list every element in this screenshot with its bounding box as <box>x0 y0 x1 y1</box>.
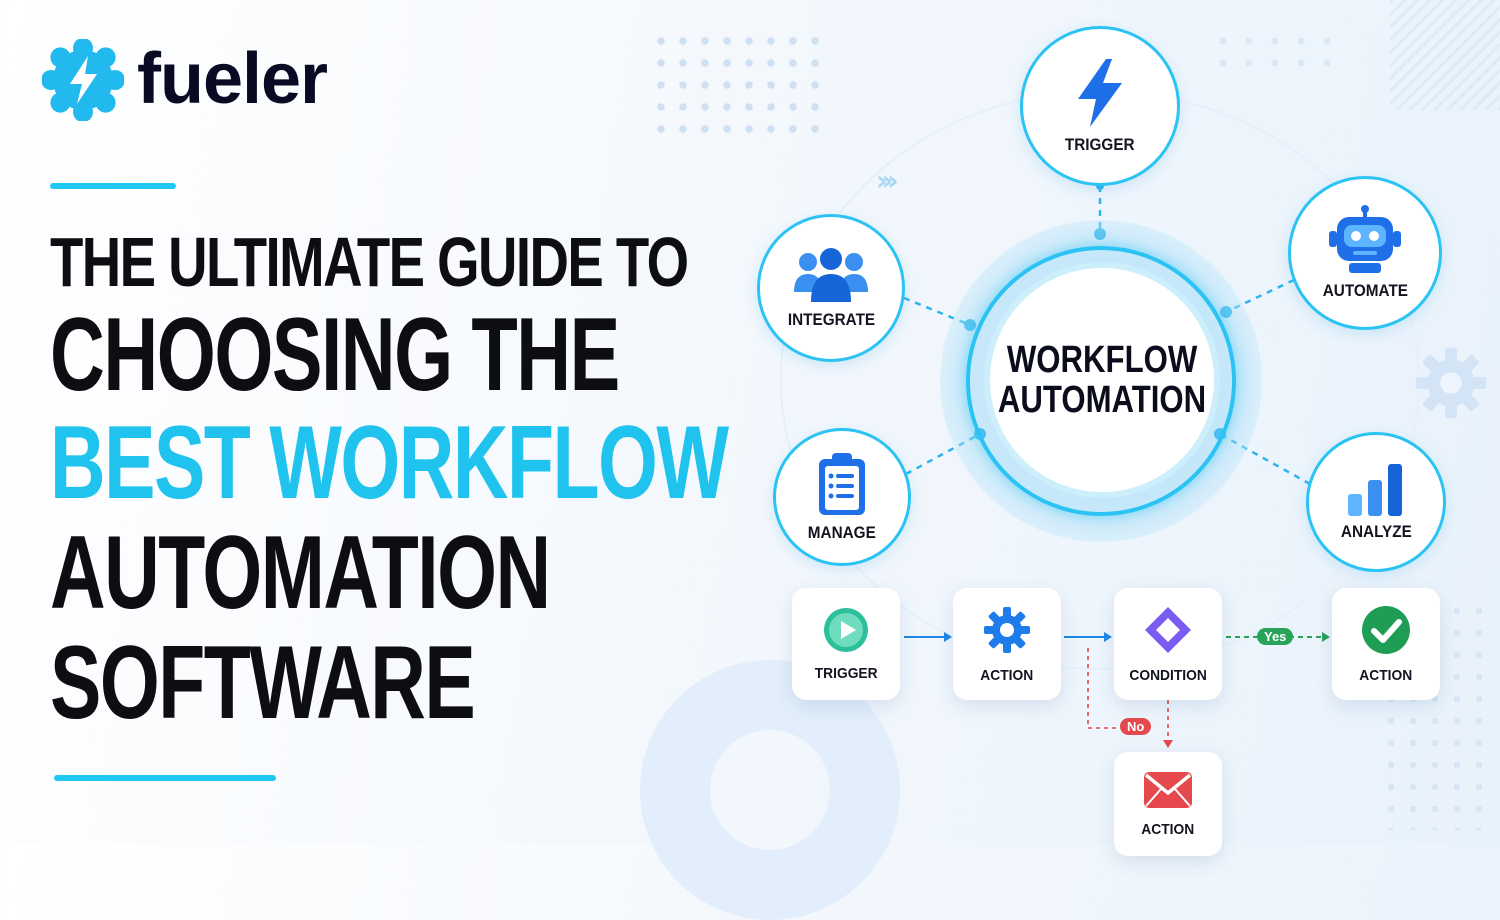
headline-line: THE ULTIMATE GUIDE TO <box>50 223 689 301</box>
accent-rule <box>50 183 176 189</box>
hub-title: AUTOMATION <box>997 379 1207 421</box>
no-branch-badge: No <box>1120 718 1152 735</box>
flow-step-label: CONDITION <box>1129 666 1207 684</box>
flow-step-action: ACTION <box>1114 752 1222 856</box>
people-icon <box>794 248 868 302</box>
gear-icon <box>984 606 1030 653</box>
headline-line: AUTOMATION <box>50 515 551 631</box>
dot-pattern <box>650 30 820 140</box>
node-analyze: ANALYZE <box>1306 432 1446 572</box>
flow-step-condition: CONDITION <box>1114 588 1222 700</box>
headline-highlight: BEST WORKFLOW <box>50 405 729 521</box>
flow-step-label: TRIGGER <box>814 664 878 682</box>
flow-step-action: ACTION <box>953 588 1061 700</box>
accent-rule <box>54 775 276 781</box>
play-icon <box>824 607 868 652</box>
headline-line: SOFTWARE <box>50 625 476 741</box>
bar-chart-icon <box>1348 464 1402 516</box>
node-integrate: INTEGRATE <box>757 214 905 362</box>
node-label: MANAGE <box>807 523 877 542</box>
gear-icon <box>1415 347 1487 419</box>
clipboard-icon <box>819 453 865 515</box>
stripe-pattern <box>1390 0 1500 110</box>
logo-badge-icon <box>42 39 124 121</box>
headline-line: CHOOSING THE <box>50 297 620 413</box>
robot-icon <box>1329 205 1401 273</box>
node-label: ANALYZE <box>1340 522 1412 541</box>
hub-title: WORKFLOW <box>1006 339 1198 381</box>
diamond-icon <box>1145 606 1191 653</box>
node-label: INTEGRATE <box>787 310 875 329</box>
flow-step-action: ACTION <box>1332 588 1440 700</box>
hub-ring <box>966 246 1236 516</box>
flow-step-trigger: TRIGGER <box>792 588 900 700</box>
lightning-icon <box>1078 59 1122 127</box>
brand-name: fueler <box>137 39 328 119</box>
node-manage: MANAGE <box>773 428 911 566</box>
node-automate: AUTOMATE <box>1288 176 1442 330</box>
dot-pattern <box>1210 30 1340 80</box>
flow-step-label: ACTION <box>1141 820 1195 838</box>
mail-icon <box>1144 771 1192 808</box>
node-trigger: TRIGGER <box>1020 26 1180 186</box>
flow-step-label: ACTION <box>980 666 1034 684</box>
flow-step-label: ACTION <box>1359 666 1413 684</box>
check-icon <box>1362 605 1410 654</box>
yes-branch-badge: Yes <box>1257 628 1294 645</box>
connector-lines <box>903 182 1330 748</box>
node-label: TRIGGER <box>1065 135 1135 154</box>
node-label: AUTOMATE <box>1322 281 1408 300</box>
workflow-hub: WORKFLOW AUTOMATION <box>990 268 1214 492</box>
